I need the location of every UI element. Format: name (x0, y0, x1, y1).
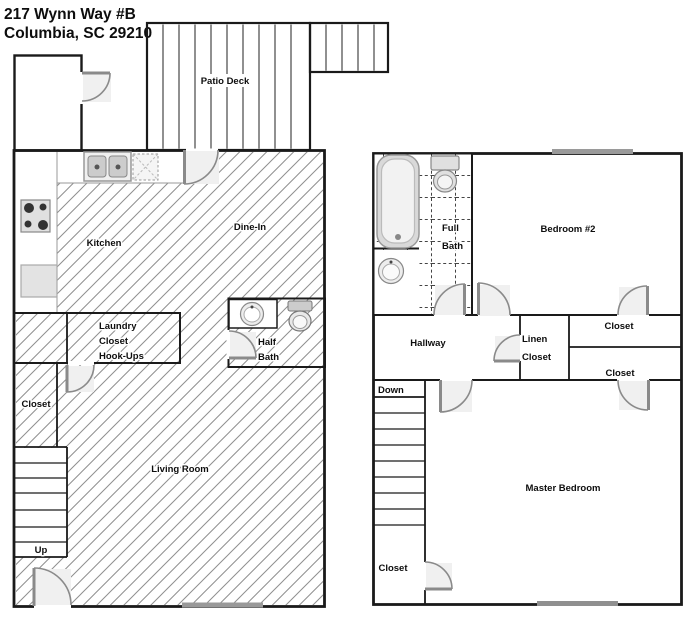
linen-door-shadow (495, 336, 520, 361)
master-door-swing (439, 379, 473, 413)
stair-treads-f2 (374, 412, 425, 526)
closet-walls (14, 363, 67, 448)
first-floor-closet: Closet (14, 363, 67, 448)
counter-square-icon (20, 264, 58, 298)
closet-column: Closet Closet (568, 315, 681, 381)
label-hallway: Hallway (410, 338, 446, 349)
label-bedroom2-closet: Closet (604, 321, 634, 332)
storage-door-swing (81, 72, 111, 102)
living-room-window (182, 602, 263, 608)
label-closet-f1: Closet (21, 399, 51, 410)
front-door-shadow (35, 569, 71, 605)
storage-room (13, 54, 111, 152)
half-bath-door-shadow (230, 332, 256, 358)
full-bath-door-swing (433, 283, 466, 316)
patio-deck-extension (308, 21, 390, 74)
second-floor-outline (372, 152, 683, 606)
label-half-bath-2: Bath (258, 352, 279, 363)
label-master-closet: Closet (378, 563, 408, 574)
label-down: Down (378, 385, 404, 396)
label-patio-deck: Patio Deck (201, 76, 250, 87)
master-bedroom-door (439, 379, 473, 413)
hall-wall-closet-door (617, 379, 650, 411)
full-bath: Full Bath (374, 153, 473, 315)
laundry-closet: Laundry Closet Hook-Ups (13, 312, 181, 393)
label-hall-wall-closet: Closet (605, 368, 635, 379)
bedroom2-closet-door (617, 285, 649, 316)
laundry-door-swing (66, 364, 95, 393)
label-up: Up (35, 545, 48, 556)
front-door (32, 567, 72, 609)
label-living-room: Living Room (151, 464, 209, 475)
label-full-bath-1: Full (442, 223, 459, 234)
bedroom2-door (477, 282, 511, 316)
second-floor-plan: Full Bath Closet Clos (372, 149, 683, 606)
label-linen-1: Linen (522, 334, 548, 345)
half-bath-sink-icon (228, 298, 278, 329)
staircase-up: Up (14, 447, 68, 558)
linen-door-swing (493, 334, 521, 362)
address-line-2: Columbia, SC 29210 (4, 25, 152, 42)
storage-door-shadow (83, 74, 111, 102)
deck-boards-extension (325, 24, 375, 71)
patio-deck: Patio Deck (145, 21, 390, 152)
patio-label-bg (196, 74, 253, 87)
full-bath-sink-icon (377, 257, 405, 285)
bedroom2-window (552, 149, 633, 154)
front-door-swing (33, 567, 72, 606)
half-bath: Half Bath (226, 297, 326, 368)
patio-door-swing (183, 149, 219, 185)
bathtub-icon (376, 154, 420, 249)
label-kitchen: Kitchen (87, 238, 122, 249)
master-bedroom-window (537, 601, 618, 606)
master-closet: Closet (377, 561, 453, 591)
label-laundry-2: Closet (99, 336, 129, 347)
label-dine-in: Dine-In (234, 222, 266, 233)
hall-wall-closet-door-swing (617, 379, 649, 411)
half-bath-toilet-icon (287, 300, 313, 332)
counter-prep-square-icon (132, 153, 159, 181)
label-laundry-3: Hook-Ups (99, 351, 144, 362)
half-bath-door-swing (228, 330, 257, 359)
stair-treads-f1 (14, 462, 67, 543)
kitchen-sink-icon (83, 151, 132, 182)
label-linen-2: Closet (522, 352, 552, 363)
first-floor-plan: Patio Deck (12, 21, 390, 609)
address-line-1: 217 Wynn Way #B (4, 6, 136, 23)
first-floor-outline (12, 149, 326, 608)
master-closet-door-shadow (426, 563, 452, 589)
full-bath-toilet-icon (430, 155, 460, 193)
stove-icon (20, 199, 51, 233)
label-half-bath-1: Half (258, 337, 277, 348)
label-bedroom2: Bedroom #2 (541, 224, 596, 235)
plan-title: 217 Wynn Way #B Columbia, SC 29210 (4, 6, 152, 42)
label-laundry-1: Laundry (99, 321, 137, 332)
label-master-bedroom: Master Bedroom (526, 483, 601, 494)
master-closet-door-swing (424, 561, 453, 590)
bedroom2-closet-door-swing (617, 285, 648, 316)
bedroom2-door-swing (477, 282, 511, 316)
linen-closet: Linen Closet (493, 315, 553, 380)
staircase-down: Down (374, 380, 426, 604)
full-bath-door (433, 283, 466, 316)
label-full-bath-2: Bath (442, 241, 463, 252)
patio-door (183, 148, 219, 185)
